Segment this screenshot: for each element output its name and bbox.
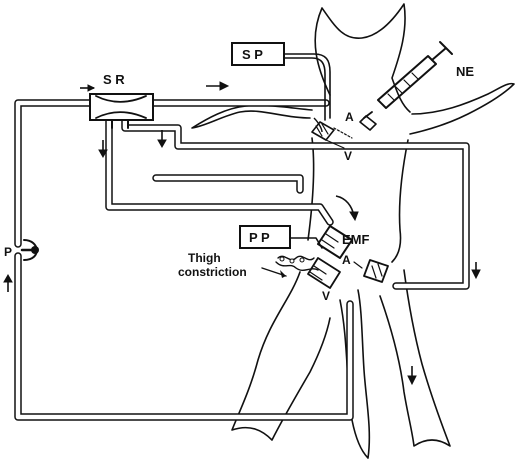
right-hindlimb-outline xyxy=(380,270,450,446)
arrow-curved-icon xyxy=(336,196,358,220)
thigh-constriction: Thigh constriction xyxy=(178,251,318,279)
label-emf: EMF xyxy=(342,232,370,247)
label-thigh: Thigh xyxy=(188,251,221,265)
left-forelimb-outline xyxy=(192,105,312,128)
bottom-cannula-group: A V xyxy=(308,253,388,303)
tail-outline xyxy=(340,290,369,458)
ne-syringe: NE xyxy=(360,42,474,130)
label-constriction: constriction xyxy=(178,265,247,279)
label-artery-top: A xyxy=(345,110,354,124)
sp-box: S P xyxy=(232,43,330,120)
top-cannula-group: A V xyxy=(312,110,354,163)
label-p: P xyxy=(4,245,12,259)
arrow-down-icon xyxy=(408,366,416,384)
right-forelimb-outline xyxy=(410,84,514,134)
trunk-left-outline xyxy=(308,138,314,240)
label-vein-top: V xyxy=(344,149,352,163)
arrow-down-icon xyxy=(472,262,480,278)
label-sr: S R xyxy=(103,72,125,87)
label-vein-bottom: V xyxy=(322,289,330,303)
trunk-right-outline xyxy=(392,140,408,262)
sr-chamber: S R xyxy=(90,72,153,128)
arrow-right-icon xyxy=(206,82,228,90)
perfusion-tubing xyxy=(18,103,466,417)
label-pp: P P xyxy=(249,230,270,245)
label-sp: S P xyxy=(242,47,263,62)
arrow-right-icon xyxy=(80,85,94,91)
label-artery-bottom: A xyxy=(342,253,351,267)
label-ne: NE xyxy=(456,64,474,79)
arrow-down-icon xyxy=(158,130,166,147)
arrow-up-icon xyxy=(4,275,12,292)
